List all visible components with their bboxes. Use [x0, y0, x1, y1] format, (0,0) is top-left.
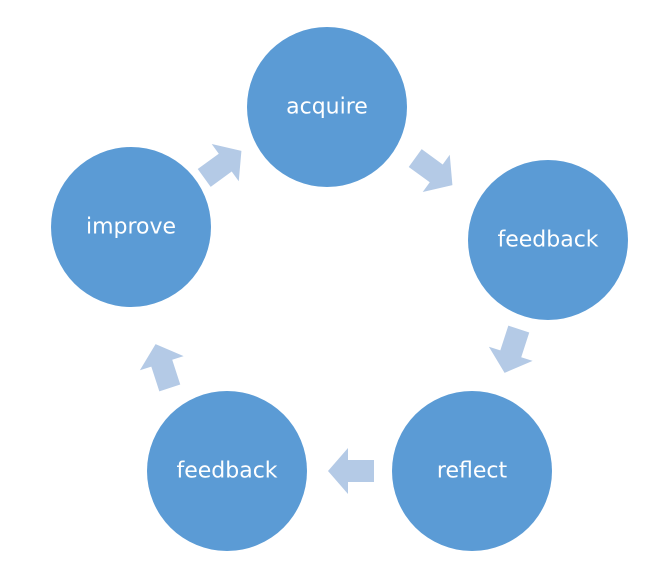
node-reflect-label: reflect: [437, 459, 508, 484]
node-feedback-top: feedback: [468, 160, 628, 320]
node-reflect: reflect: [392, 391, 552, 551]
arrow-improve-to-acquire: [197, 144, 242, 187]
node-acquire-label: acquire: [286, 95, 368, 120]
node-improve: improve: [51, 147, 211, 307]
node-improve-label: improve: [86, 215, 176, 240]
arrow-feedback-to-improve: [139, 344, 184, 392]
arrow-acquire-to-feedback: [408, 149, 453, 192]
node-feedback-bottom: feedback: [147, 391, 307, 551]
node-feedback-bottom-label: feedback: [176, 459, 277, 484]
arrow-reflect-to-feedback: [328, 448, 374, 494]
arrow-feedback-to-reflect: [488, 325, 533, 373]
node-feedback-top-label: feedback: [497, 228, 598, 253]
node-acquire: acquire: [247, 27, 407, 187]
